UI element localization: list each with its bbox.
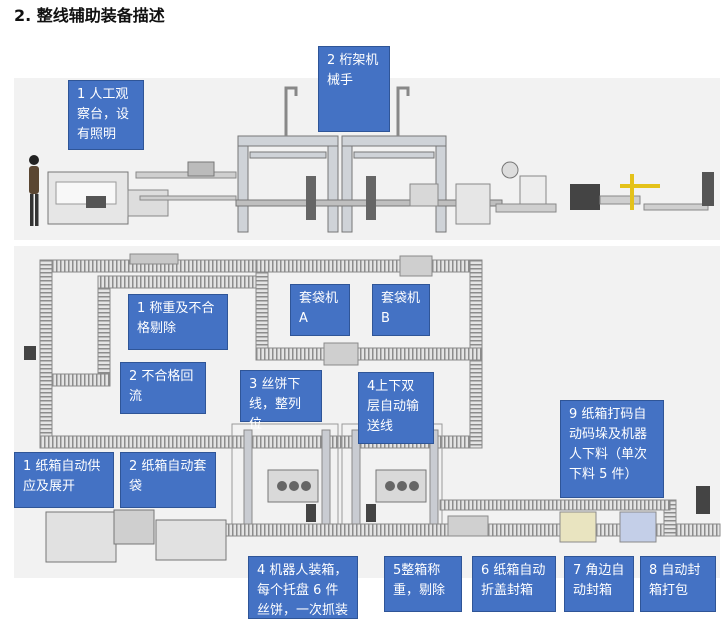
callout-double-conveyor: 4上下双层自动输送线: [358, 372, 434, 444]
elevation-equipment: [29, 86, 714, 233]
plan-conveyors: [39, 253, 721, 543]
callout-box-erect: 1 纸箱自动供应及展开: [14, 452, 114, 508]
callout-fold-seal: 6 纸箱自动折盖封箱: [472, 556, 556, 612]
callout-corner-seal: 7 角边自动封箱: [564, 556, 634, 612]
callout-observation-station: 1 人工观察台，设有照明: [68, 80, 144, 150]
callout-robot-pack: 4 机器人装箱，每个托盘 6 件丝饼，一次抓装: [248, 556, 358, 619]
callout-palletize: 9 纸箱打码自动码垛及机器人下料（单次下料 5 件）: [560, 400, 664, 498]
callout-strap: 8 自动封箱打包: [640, 556, 716, 612]
callout-bagger-b: 套袋机 B: [372, 284, 430, 336]
plan-machines: [24, 346, 710, 563]
callout-gantry-manipulator: 2 桁架机械手: [318, 46, 390, 132]
callout-bagger-a: 套袋机 A: [290, 284, 350, 336]
section-heading: 2. 整线辅助装备描述: [14, 6, 165, 25]
callout-cake-align: 3 丝饼下线，整列位: [240, 370, 322, 432]
callout-box-weigh: 5整箱称重，剔除: [384, 556, 462, 612]
callout-box-bag: 2 纸箱自动套袋: [120, 452, 216, 508]
operator-figure: [29, 155, 39, 226]
callout-weigh-reject: 1 称重及不合格剔除: [128, 294, 228, 350]
callout-reject-return: 2 不合格回流: [120, 362, 206, 414]
